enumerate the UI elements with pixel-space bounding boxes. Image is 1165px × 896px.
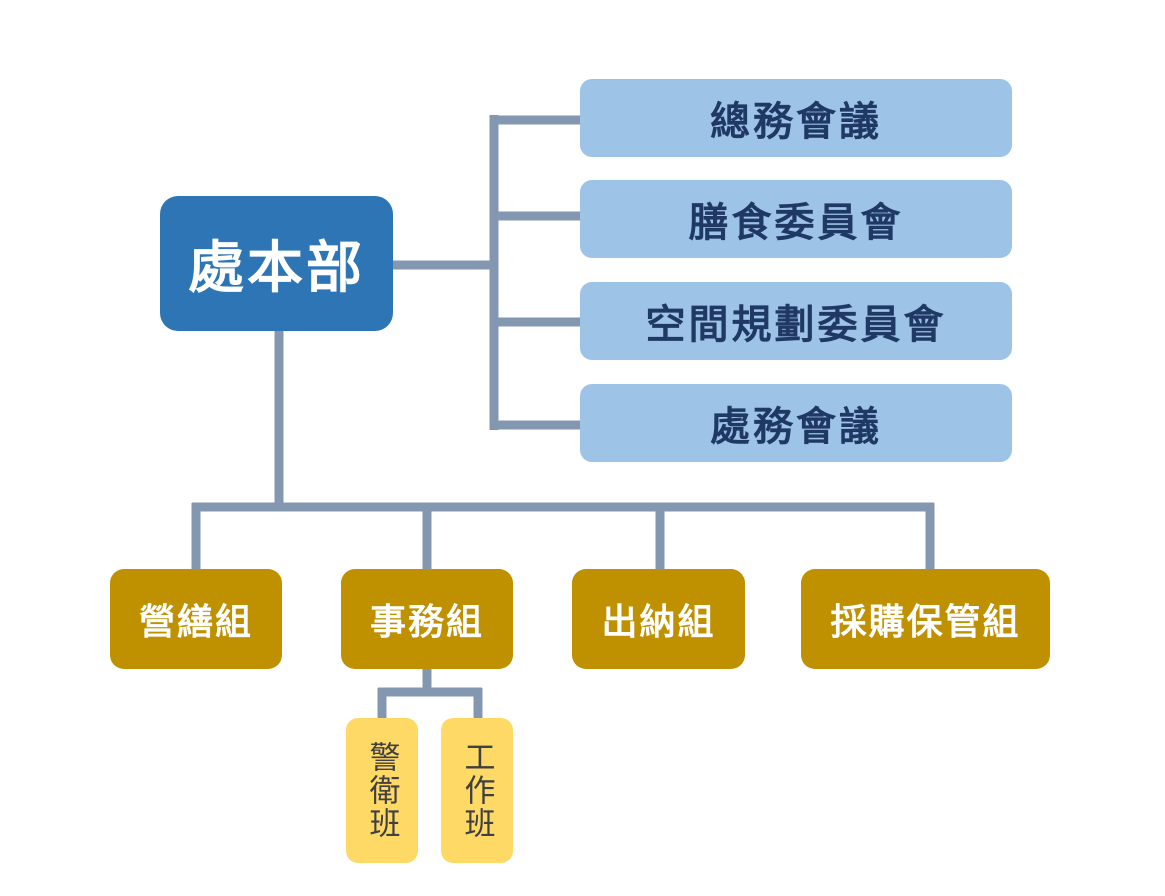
group-box: 出納組: [572, 569, 745, 669]
team-box: 工作班: [441, 718, 513, 863]
root-box: 處本部: [160, 196, 393, 331]
meeting-box: 處務會議: [580, 384, 1012, 462]
team-box: 警衛班: [346, 718, 418, 863]
group-box: 事務組: [341, 569, 513, 669]
group-box: 採購保管組: [801, 569, 1050, 669]
meeting-box: 總務會議: [580, 79, 1012, 157]
group-box: 營繕組: [110, 569, 282, 669]
meeting-box: 空間規劃委員會: [580, 282, 1012, 360]
meeting-box: 膳食委員會: [580, 180, 1012, 258]
